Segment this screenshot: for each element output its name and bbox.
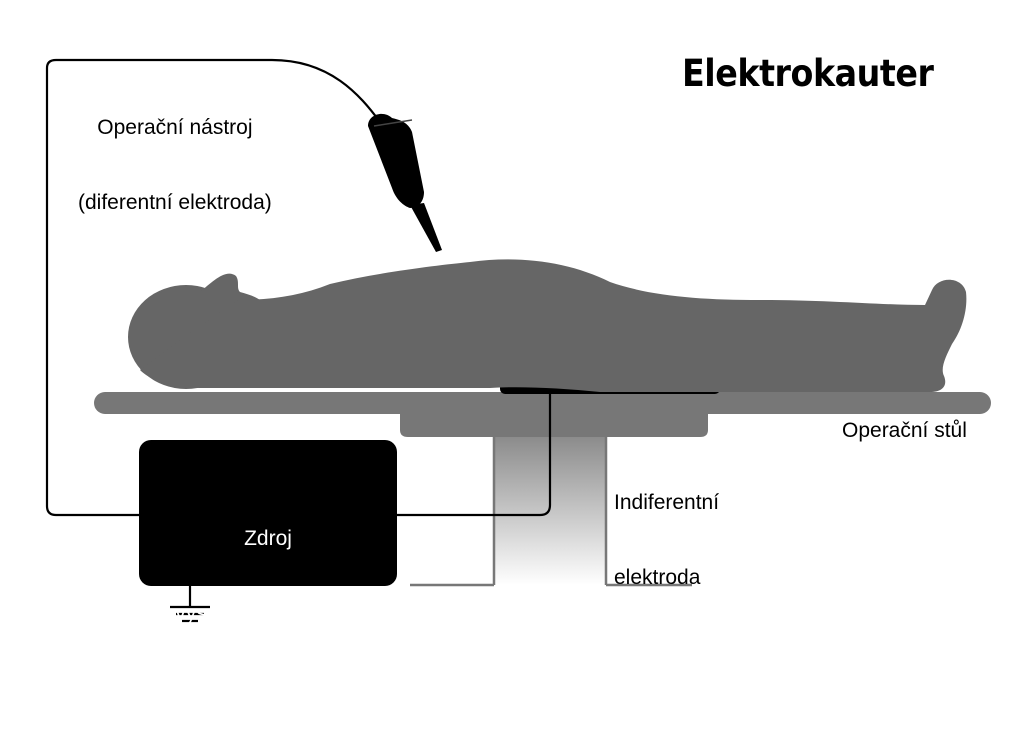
tool-handle-grip (373, 119, 413, 127)
tool-cable (45, 58, 381, 517)
label-hf-generator: Zdroj vysokofrekvenčního napětí (140, 476, 396, 751)
return-cable (397, 394, 552, 517)
surgical-tool (368, 113, 442, 252)
electrocautery-diagram: Elektrokauter Operační nástroj (diferent… (45, 52, 991, 640)
patient-body (128, 259, 967, 392)
label-indif-line2: elektroda (614, 566, 701, 589)
label-tool-line2: (diferentní elektroda) (78, 191, 272, 214)
label-source-line3: napětí (238, 677, 298, 700)
label-indifferent-electrode: Indiferentní elektroda (614, 440, 719, 640)
label-source-line2: vysokofrekvenčního (175, 602, 361, 625)
ground-icon (170, 586, 210, 623)
label-surgical-tool: Operační nástroj (diferentní elektroda) (78, 65, 272, 265)
table-top (94, 392, 991, 414)
hf-generator (139, 440, 397, 586)
label-operating-table: Operační stůl (842, 419, 967, 442)
table-bracket (400, 412, 708, 437)
label-tool-line1: Operační nástroj (97, 116, 253, 139)
diagram-canvas (45, 58, 991, 623)
label-source-line1: Zdroj (244, 527, 292, 550)
label-indif-line1: Indiferentní (614, 491, 720, 514)
diagram-title: Elektrokauter (682, 52, 934, 95)
